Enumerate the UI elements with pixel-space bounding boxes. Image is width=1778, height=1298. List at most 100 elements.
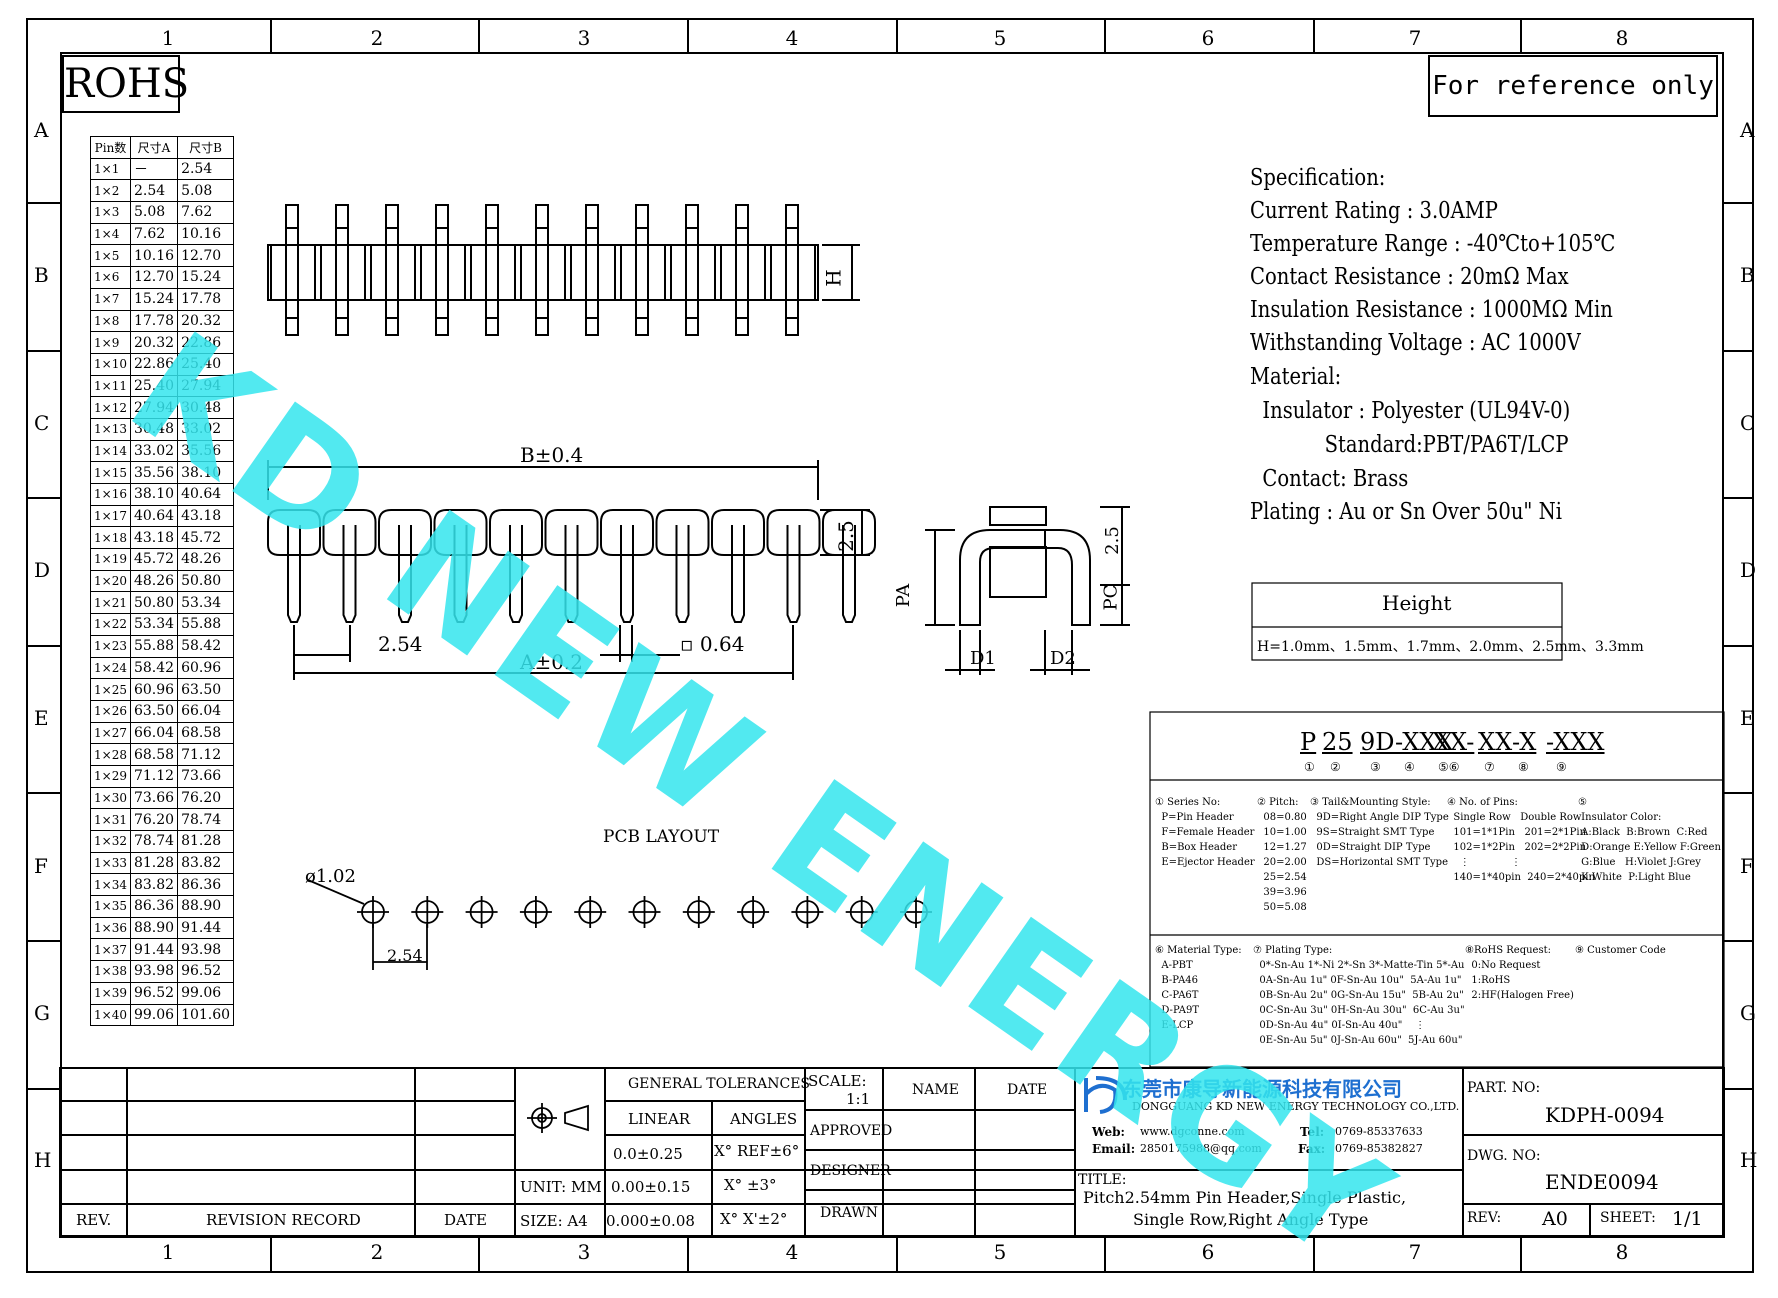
tb-dwg-no: ENDE0094 [1545,1170,1659,1194]
size-a: － [129,157,179,181]
spec-line: Specification: [1250,165,1386,191]
size-a: 35.56 [129,461,179,484]
pin-count: 1×13 [90,417,131,441]
zone-col-1-top: 1 [161,26,175,50]
spec-line: Standard:PBT/PA6T/LCP [1250,432,1569,458]
spec-line: Contact Resistance : 20mΩ Max [1250,264,1569,290]
size-b: 25.40 [177,352,235,376]
fax-value: 0769-85382827 [1335,1142,1423,1155]
dim-pc: PC [1100,584,1122,611]
size-b: 27.94 [177,374,235,398]
zone-row-B-left: B [34,263,49,287]
size-b: 35.56 [177,439,235,463]
zone-col-7-bottom: 7 [1408,1240,1422,1264]
pin-count: 1×12 [90,396,131,419]
legend-series: ① Series No: P=Pin Header F=Female Heade… [1155,797,1255,868]
tb-lin2: 0.00±0.15 [611,1178,691,1196]
zone-col-3-top: 3 [577,26,591,50]
zone-row-C-right: C [1740,411,1756,435]
pin-count: 1×35 [90,895,131,918]
height-title: Height [1382,591,1452,615]
zone-row-G-right: G [1740,1001,1756,1025]
tb-sheet-label: SHEET: [1600,1210,1656,1226]
tb-drawn: DRAWN [820,1205,878,1221]
part-code-segment: P [1300,728,1317,756]
zone-col-2-top: 2 [370,26,384,50]
tb-name: NAME [912,1082,959,1098]
part-code-segment: XX [1478,728,1513,756]
zone-row-D-left: D [34,558,51,582]
legend-insulator-color: ⑤ Insulator Color: A:Black B:Brown C:Red… [1578,797,1721,883]
size-b: 76.20 [177,786,235,810]
zone-row-B-right: B [1740,263,1755,287]
zone-col-5-top: 5 [993,26,1007,50]
dim-pitch: 2.54 [378,632,423,656]
zone-row-G-left: G [34,1001,50,1025]
tb-lin3: 0.000±0.08 [606,1212,695,1230]
dim-h: H [821,269,846,287]
tb-rev: REV. [76,1211,112,1229]
tb-ang2: X° ±3° [724,1176,777,1194]
tb-revision-record: REVISION RECORD [206,1211,361,1229]
tb-sheet-value: 1/1 [1672,1208,1703,1230]
size-b: 68.58 [177,721,235,745]
pin-count: 1×39 [90,981,131,1005]
size-a: 12.70 [129,266,179,289]
tb-dwg-no-label: DWG. NO: [1467,1148,1541,1164]
legend-material-type: ⑥ Material Type: A-PBT B-PA46 C-PA6T D-P… [1155,945,1242,1031]
zone-row-H-left: H [34,1148,52,1172]
pin-count: 1×40 [90,1003,131,1027]
size-b: 2.54 [177,157,235,181]
zone-col-6-top: 6 [1201,26,1215,50]
size-a: 43.18 [129,526,179,550]
size-a: 58.42 [129,656,179,680]
size-a: 71.12 [129,764,179,788]
size-a: 38.10 [129,483,179,506]
size-a: 5.08 [129,201,179,224]
pin-count: 1×23 [90,634,131,658]
dim-pin-square: ▫ 0.64 [680,632,745,656]
size-a: 66.04 [129,721,179,745]
size-b: 86.36 [177,873,235,897]
pin-count: 1×36 [90,916,131,940]
pin-count: 1×9 [90,331,131,354]
zone-col-8-bottom: 8 [1615,1240,1629,1264]
zone-col-3-bottom: 3 [577,1240,591,1264]
tb-ang3: X° X'±2° [720,1210,788,1228]
reference-note: For reference only [1428,55,1718,117]
tb-rev-value: A0 [1542,1208,1568,1230]
size-a: 81.28 [129,851,179,875]
pin-count: 1×16 [90,483,131,506]
pin-count: 1×25 [90,678,131,701]
size-b: 48.26 [177,548,235,571]
zone-col-7-top: 7 [1408,26,1422,50]
tb-part-no: KDPH-0094 [1545,1103,1665,1127]
size-a: 86.36 [129,895,179,918]
size-a: 73.66 [129,786,179,810]
size-b: 10.16 [177,222,235,246]
tb-date: DATE [444,1211,487,1229]
size-b: 22.86 [177,331,235,354]
col-a: 尺寸A [129,136,179,159]
projection-symbol [527,1103,589,1133]
pin-count: 1×15 [90,461,131,484]
tb-title-line1: Pitch2.54mm Pin Header,Single Plastic, [1083,1188,1407,1207]
legend-plating-type: ⑦ Plating Type: 0*-Sn-Au 1*-Ni 2*-Sn 3*-… [1253,945,1465,1046]
zone-col-8-top: 8 [1615,26,1629,50]
pin-count: 1×37 [90,938,131,962]
zone-row-F-right: F [1740,854,1754,878]
zone-col-6-bottom: 6 [1201,1240,1215,1264]
